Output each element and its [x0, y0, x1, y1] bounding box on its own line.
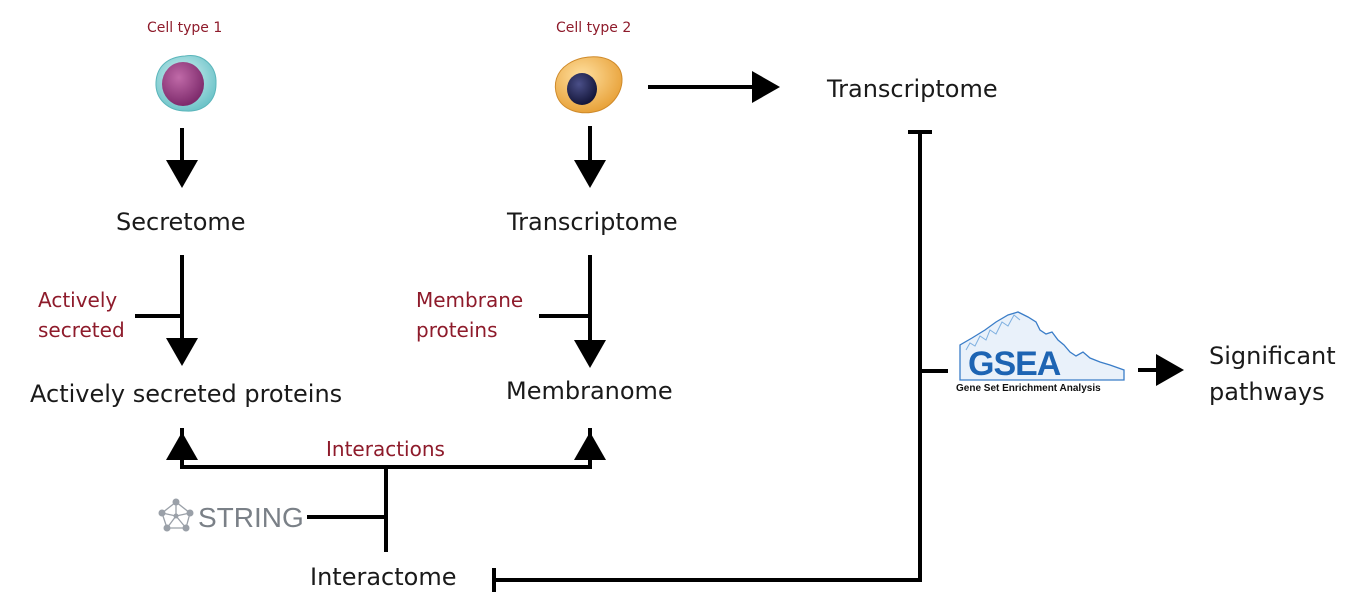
node-significant-pathways: Significant pathways: [1209, 338, 1336, 410]
filter-actively-secreted-label: Actively secreted: [38, 285, 125, 345]
gsea-logo-icon: GSEA Gene Set Enrichment Analysis: [956, 311, 1125, 394]
string-logo-icon: STRING: [158, 498, 304, 533]
actively-line-1: Actively: [38, 288, 118, 312]
cell-type-2-icon: [554, 56, 623, 114]
gsea-logo-text: GSEA: [968, 345, 1061, 383]
node-transcriptome-left: Transcriptome: [507, 208, 678, 236]
membrane-line-1: Membrane: [416, 288, 524, 312]
cell-type-1-label: Cell type 1: [147, 20, 223, 36]
node-membranome: Membranome: [506, 377, 673, 405]
transcriptome-to-interactome-connector: [494, 132, 922, 582]
gsea-subtitle-text: Gene Set Enrichment Analysis: [956, 383, 1101, 394]
significant-line-2: pathways: [1209, 378, 1325, 406]
cell-type-2-label: Cell type 2: [556, 20, 632, 36]
membrane-line-2: proteins: [416, 318, 498, 342]
node-secretome: Secretome: [116, 208, 246, 236]
interactions-label: Interactions: [326, 437, 445, 461]
string-logo-text: STRING: [198, 502, 304, 533]
actively-line-2: secreted: [38, 318, 125, 342]
node-interactome: Interactome: [310, 563, 457, 591]
filter-membrane-proteins-label: Membrane proteins: [416, 285, 523, 345]
node-actively-secreted-proteins: Actively secreted proteins: [30, 380, 343, 408]
node-transcriptome-right: Transcriptome: [827, 75, 998, 103]
significant-line-1: Significant: [1209, 342, 1336, 370]
cell-type-1-icon: [155, 55, 217, 112]
